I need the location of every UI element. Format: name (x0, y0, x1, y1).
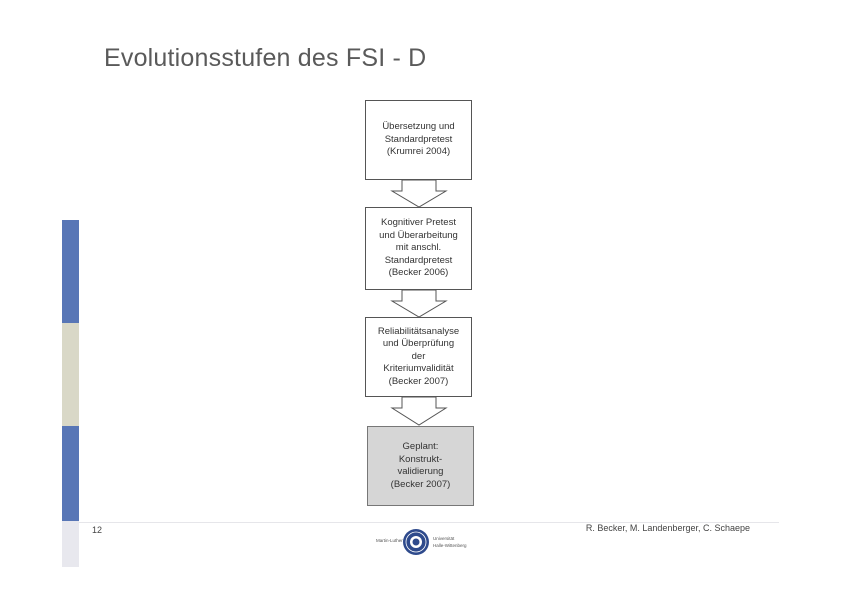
footer-divider (79, 522, 779, 523)
flow-step-1: Übersetzung und Standardpretest (Krumrei… (365, 100, 472, 180)
flow-step-3: Reliabilitätsanalyse und Überprüfung der… (365, 317, 472, 397)
university-logo: Martin-Luther- Universität Halle-Wittenb… (376, 527, 476, 557)
page-number: 12 (92, 525, 103, 535)
slide-title: Evolutionsstufen des FSI - D (104, 44, 427, 72)
logo-text-right-1: Universität (433, 536, 455, 541)
flow-arrow-2 (390, 290, 448, 318)
flow-step-4-planned: Geplant: Konstrukt- validierung (Becker … (367, 426, 474, 506)
footer-authors: R. Becker, M. Landenberger, C. Schaepe (585, 523, 750, 533)
sidebar-accent-beige (62, 323, 79, 426)
sidebar-accent-gray (62, 521, 79, 567)
flow-step-2: Kognitiver Pretest und Überarbeitung mit… (365, 207, 472, 290)
sidebar-accent-blue-top (62, 220, 79, 323)
sidebar-accent-blue-bottom (62, 426, 79, 521)
logo-text-left: Martin-Luther- (376, 538, 405, 543)
logo-text-right-2: Halle-Wittenberg (433, 543, 467, 548)
university-seal-icon (403, 529, 429, 555)
flow-arrow-3 (390, 397, 448, 426)
flow-arrow-1 (390, 180, 448, 208)
